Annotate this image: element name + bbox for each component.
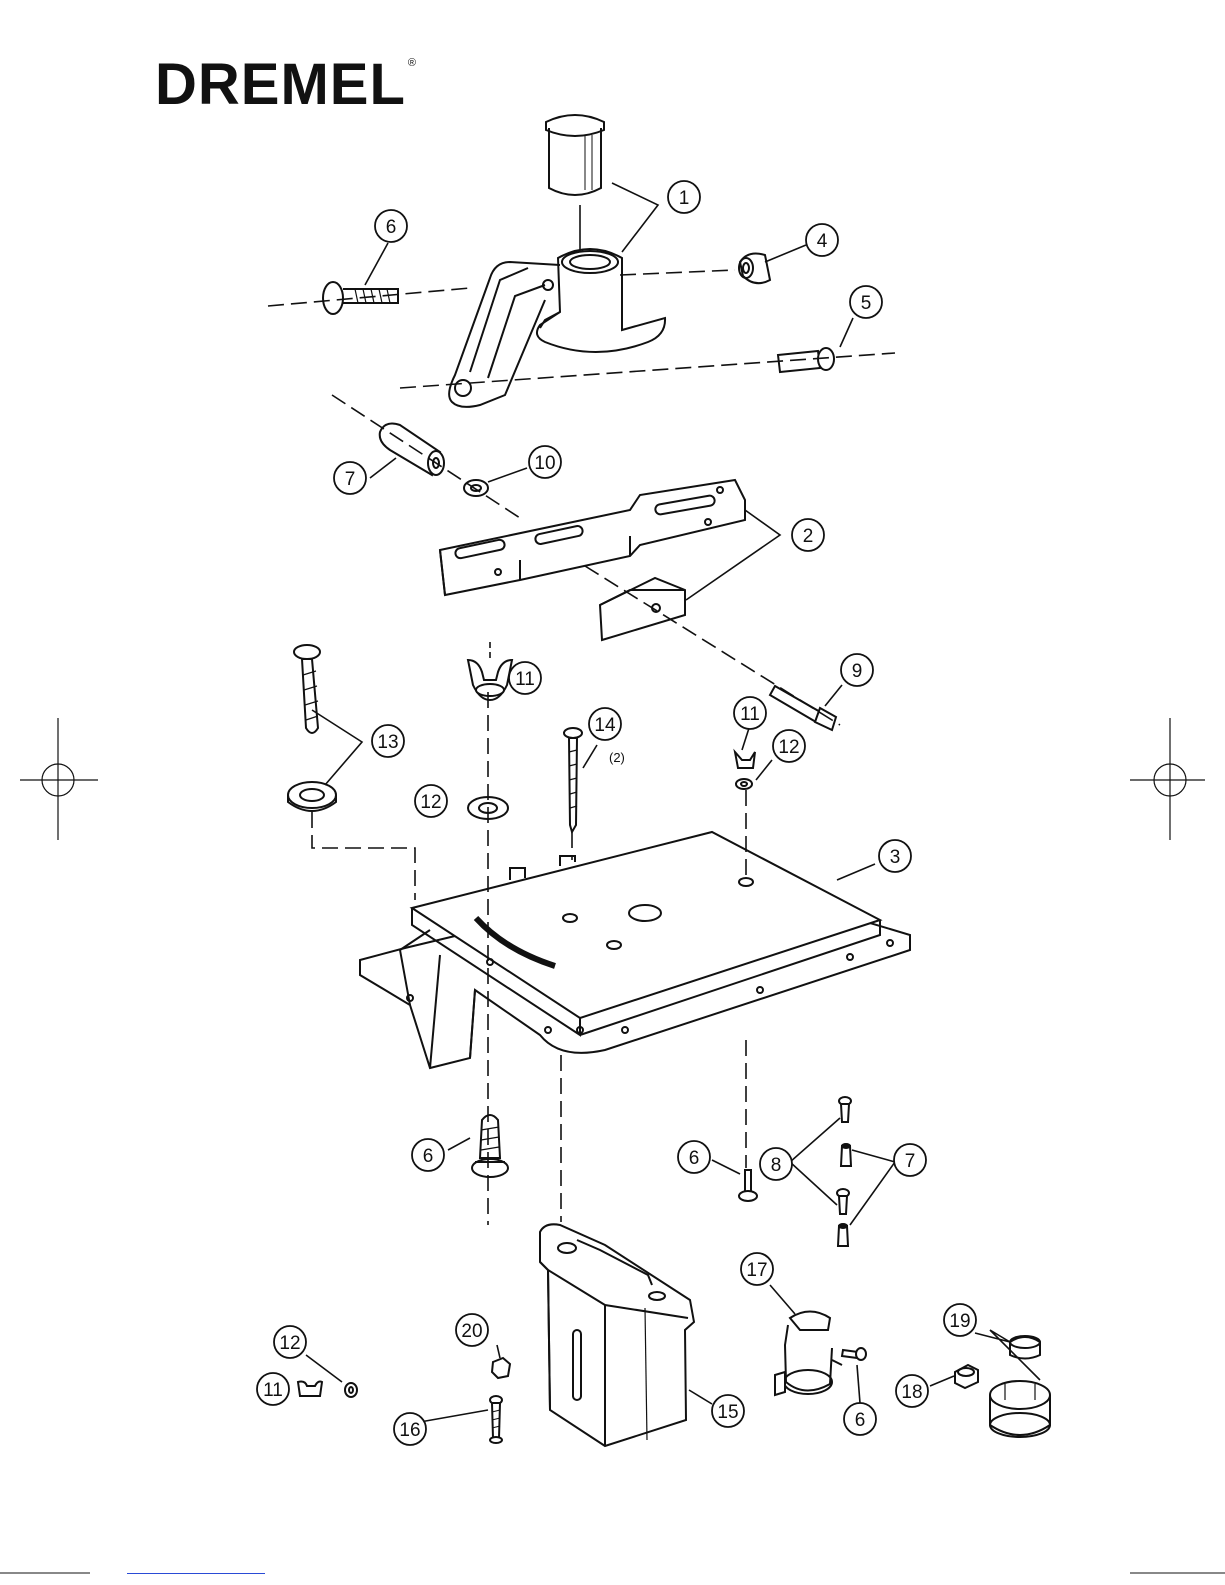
svg-text:12: 12 — [778, 737, 799, 758]
callout-7-lower: 7 — [894, 1144, 926, 1176]
svg-text:17: 17 — [746, 1260, 767, 1281]
callout-15: 15 — [712, 1395, 744, 1427]
registration-mark-right — [1130, 718, 1205, 840]
part-1-hood-arm — [449, 249, 665, 407]
part-13-grommet — [288, 782, 336, 811]
callout-12-middle: 12 — [415, 785, 447, 817]
svg-text:6: 6 — [423, 1146, 434, 1167]
callout-4: 4 — [806, 224, 838, 256]
svg-text:13: 13 — [377, 732, 398, 753]
part-19-clamp-large — [990, 1381, 1050, 1437]
quantity-note-14: (2) — [609, 750, 625, 765]
part-18-nut — [955, 1365, 978, 1388]
part-7-spacer-small-lower — [838, 1224, 848, 1246]
svg-text:3: 3 — [890, 847, 901, 868]
registration-mark-left — [20, 718, 98, 840]
svg-text:4: 4 — [817, 231, 828, 252]
callout-14: 14 — [589, 708, 621, 740]
callout-6-top: 6 — [375, 210, 407, 242]
svg-text:5: 5 — [861, 293, 872, 314]
part-4-knob — [739, 254, 770, 284]
callout-1: 1 — [668, 181, 700, 213]
svg-text:11: 11 — [515, 669, 535, 690]
svg-text:15: 15 — [717, 1402, 738, 1423]
callout-10: 10 — [529, 446, 561, 478]
part-11-wing-nut-right — [735, 752, 755, 768]
part-1-cap — [546, 115, 604, 195]
callout-8: 8 — [760, 1148, 792, 1180]
part-11-wing-nut-middle — [468, 660, 512, 700]
part-10-washer — [464, 480, 488, 496]
callout-16: 16 — [394, 1413, 426, 1445]
svg-text:18: 18 — [901, 1382, 922, 1403]
svg-text:7: 7 — [345, 469, 356, 490]
part-20-nut — [492, 1358, 510, 1378]
svg-text:2: 2 — [803, 526, 814, 547]
callout-19: 19 — [944, 1304, 976, 1336]
svg-text:9: 9 — [852, 661, 863, 682]
svg-text:1: 1 — [679, 188, 690, 209]
callout-17: 17 — [741, 1253, 773, 1285]
callout-18: 18 — [896, 1375, 928, 1407]
part-8-screw-upper — [839, 1097, 851, 1122]
callout-11-right: 11 — [734, 697, 766, 729]
callout-13: 13 — [372, 725, 404, 757]
svg-text:11: 11 — [740, 704, 760, 725]
svg-text:20: 20 — [461, 1321, 482, 1342]
part-2-bracket — [440, 480, 745, 595]
callout-6-middle: 6 — [412, 1139, 444, 1171]
callout-6-right: 6 — [678, 1141, 710, 1173]
svg-text:12: 12 — [420, 792, 441, 813]
callout-11-bottom: 11 — [257, 1373, 289, 1405]
part-15-housing — [540, 1224, 694, 1446]
part-6-screw-clamp — [842, 1348, 866, 1360]
svg-text:12: 12 — [279, 1333, 300, 1354]
callout-12-bottom: 12 — [274, 1326, 306, 1358]
part-13-screw — [294, 645, 320, 733]
part-7-spacer — [380, 424, 444, 475]
part-14-screw — [564, 728, 582, 832]
svg-text:6: 6 — [855, 1410, 866, 1431]
part-17-clamp — [775, 1312, 842, 1396]
bottom-link-line — [127, 1573, 265, 1574]
part-6-bolt-right — [739, 1170, 757, 1201]
part-2-block — [600, 578, 685, 640]
callout-20: 20 — [456, 1314, 488, 1346]
callout-2: 2 — [792, 519, 824, 551]
part-8-screw-lower — [837, 1189, 849, 1214]
svg-text:14: 14 — [594, 715, 616, 736]
svg-text:6: 6 — [689, 1148, 700, 1169]
part-3-table — [360, 832, 910, 1068]
part-11-wing-nut-bottom — [298, 1382, 322, 1397]
callout-12-right: 12 — [773, 730, 805, 762]
svg-text:10: 10 — [534, 453, 555, 474]
svg-text:8: 8 — [771, 1155, 782, 1176]
part-9-bolt — [770, 686, 836, 730]
svg-text:16: 16 — [399, 1420, 420, 1441]
part-6-bolt-middle — [472, 1115, 508, 1177]
part-12-washer-right — [736, 779, 752, 789]
part-12-washer-bottom — [345, 1383, 357, 1397]
part-16-screw — [490, 1396, 502, 1443]
svg-text:19: 19 — [949, 1311, 970, 1332]
svg-text:11: 11 — [263, 1380, 283, 1401]
svg-text:7: 7 — [905, 1151, 916, 1172]
callout-5: 5 — [850, 286, 882, 318]
callout-6-bottom: 6 — [844, 1403, 876, 1435]
callout-3: 3 — [879, 840, 911, 872]
callout-7-upper: 7 — [334, 462, 366, 494]
part-7-spacer-small-upper — [841, 1144, 851, 1166]
callout-11-middle: 11 — [509, 662, 541, 694]
callout-9: 9 — [841, 654, 873, 686]
svg-text:6: 6 — [386, 217, 397, 238]
